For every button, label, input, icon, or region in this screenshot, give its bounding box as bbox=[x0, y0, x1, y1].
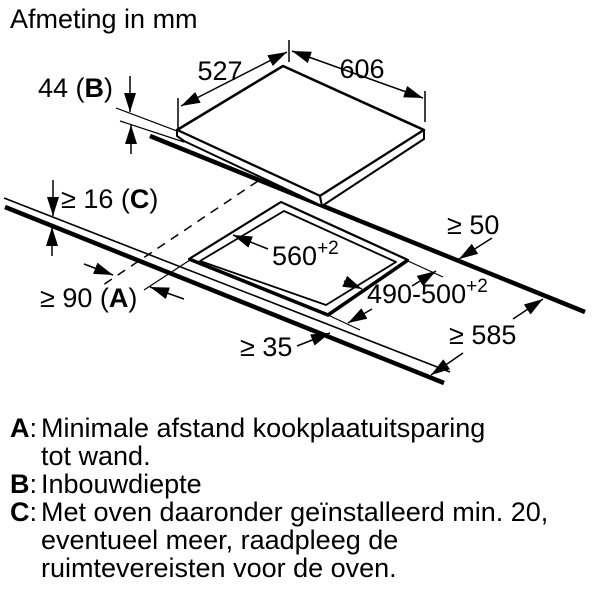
legend-text: eventueel meer, raadpleeg de bbox=[41, 525, 399, 555]
legend-letter-a: A: bbox=[10, 413, 38, 443]
dim-worktop-thickness: ≥ 16 (C) bbox=[46, 180, 158, 256]
dim-cutout-width-label: 560+2 bbox=[272, 238, 339, 271]
dim-cutout-depth: 490-500+2 bbox=[327, 260, 488, 331]
cooktop-drawing bbox=[175, 64, 426, 207]
dim-top-width: 606 bbox=[291, 50, 426, 122]
dim-cutout-depth-label: 490-500+2 bbox=[367, 276, 488, 309]
dim-worktop-thickness-label: ≥ 16 (C) bbox=[61, 184, 158, 214]
legend-item-b: B: Inbouwdiepte bbox=[10, 470, 592, 498]
legend-text: Minimale afstand kookplaatuitsparing bbox=[41, 413, 486, 443]
dim-wall-distance: ≥ 90 (A) bbox=[40, 259, 191, 313]
page-title: Afmeting in mm bbox=[10, 4, 198, 34]
dim-cooktop-thickness: 44 (B) bbox=[38, 73, 185, 154]
installation-diagram: 527 606 44 (B) ≥ 16 (C) bbox=[3, 40, 586, 386]
legend-text: Met oven daaronder geïnstalleerd min. 20… bbox=[41, 497, 549, 527]
dim-cutout-width: 560+2 bbox=[232, 234, 363, 290]
legend: A: Minimale afstand kookplaatuitsparing … bbox=[10, 414, 592, 582]
dim-front-clearance: ≥ 35 bbox=[240, 332, 331, 362]
legend-text: ruimtevereisten voor de oven. bbox=[41, 553, 397, 583]
legend-item-c: C: Met oven daaronder geïnstalleerd min.… bbox=[10, 498, 592, 582]
legend-text: Inbouwdiepte bbox=[41, 469, 202, 499]
dim-top-width-label: 606 bbox=[339, 54, 384, 84]
worktop-front-edge bbox=[3, 197, 451, 386]
dim-back-clearance: ≥ 50 bbox=[447, 210, 499, 260]
dim-counter-depth-label: ≥ 585 bbox=[449, 320, 516, 350]
worktop-back-edge bbox=[149, 133, 586, 315]
dim-counter-depth: ≥ 585 bbox=[430, 298, 544, 376]
dim-front-width-label: 527 bbox=[197, 56, 242, 86]
legend-letter-c: C: bbox=[10, 497, 38, 527]
dim-wall-distance-label: ≥ 90 (A) bbox=[40, 283, 137, 313]
dim-back-clearance-label: ≥ 50 bbox=[447, 210, 499, 240]
legend-text: tot wand. bbox=[41, 441, 151, 471]
legend-letter-b: B: bbox=[10, 469, 38, 499]
dim-front-width: 527 bbox=[177, 40, 290, 129]
legend-item-a: A: Minimale afstand kookplaatuitsparing … bbox=[10, 414, 592, 470]
dim-front-clearance-label: ≥ 35 bbox=[240, 332, 292, 362]
dim-cooktop-thickness-label: 44 (B) bbox=[38, 73, 113, 103]
